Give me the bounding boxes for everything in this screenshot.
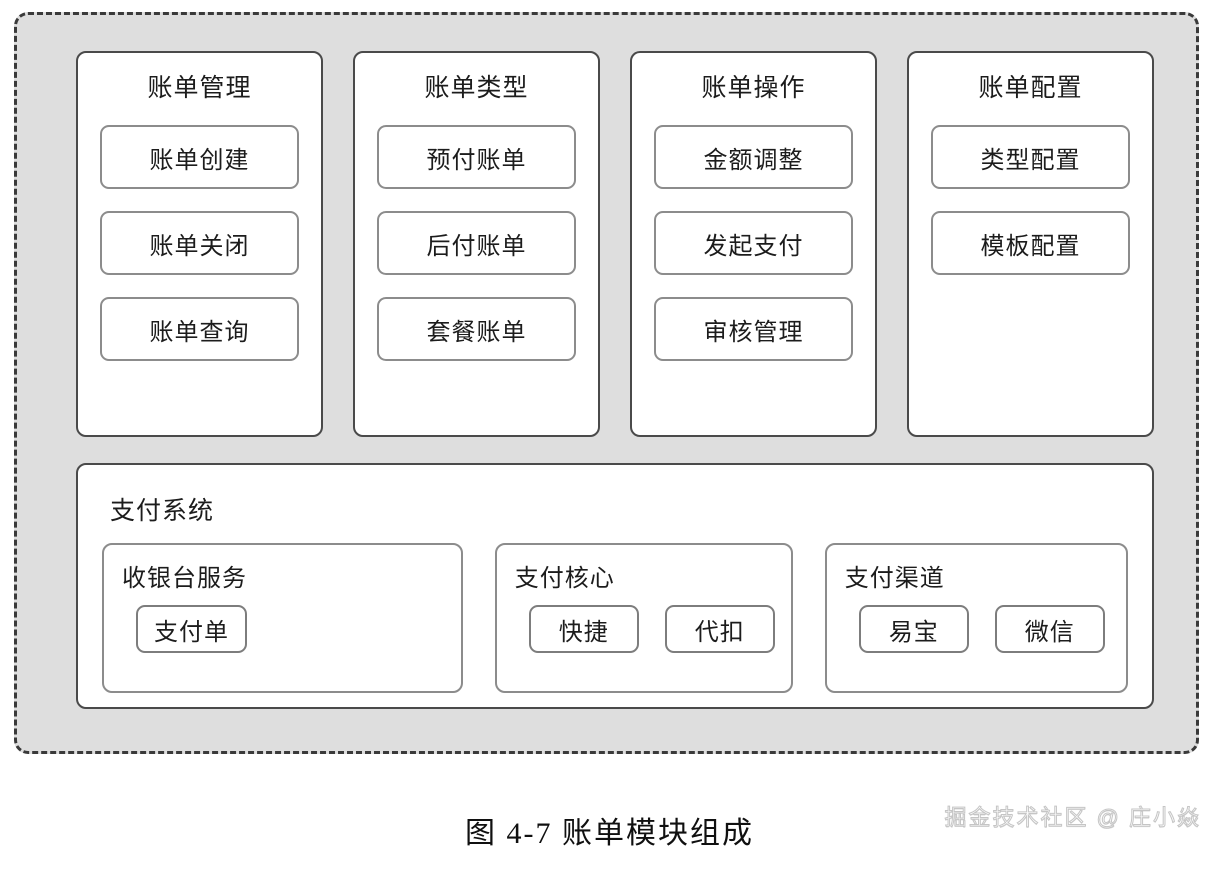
payment-chip-row: 易宝 微信 — [843, 605, 1110, 653]
module-title: 账单管理 — [147, 74, 252, 102]
module-item-button[interactable]: 套餐账单 — [377, 297, 576, 361]
module-title: 账单类型 — [424, 74, 529, 102]
module-title: 账单配置 — [978, 74, 1083, 102]
payment-chip-row: 支付单 — [120, 605, 445, 653]
watermark-text: 掘金技术社区 @ 庄小焱 — [944, 805, 1201, 831]
module-item-button[interactable]: 账单创建 — [100, 125, 299, 189]
figure-caption: 图 4-7 账单模块组成 — [465, 817, 754, 850]
module-card-bill-config[interactable]: 账单配置 类型配置 模板配置 — [907, 51, 1154, 437]
payment-system-card[interactable]: 支付系统 收银台服务 支付单 支付核心 快捷 代扣 支付渠道 易宝 微信 — [76, 463, 1154, 709]
payment-group-channel[interactable]: 支付渠道 易宝 微信 — [824, 543, 1128, 693]
payment-chip[interactable]: 快捷 — [528, 605, 639, 653]
module-title: 账单操作 — [701, 74, 806, 102]
payment-system-title: 支付系统 — [110, 497, 215, 525]
module-item-list: 预付账单 后付账单 套餐账单 — [377, 125, 576, 361]
module-item-button[interactable]: 预付账单 — [377, 125, 576, 189]
payment-chip-row: 快捷 代扣 — [513, 605, 775, 653]
module-item-button[interactable]: 金额调整 — [654, 125, 853, 189]
module-item-button[interactable]: 后付账单 — [377, 211, 576, 275]
module-item-list: 类型配置 模板配置 — [931, 125, 1130, 275]
payment-chip[interactable]: 支付单 — [136, 605, 247, 653]
module-item-list: 金额调整 发起支付 审核管理 — [654, 125, 853, 361]
module-item-button[interactable]: 账单关闭 — [100, 211, 299, 275]
module-row: 账单管理 账单创建 账单关闭 账单查询 账单类型 预付账单 后付账单 套餐账单 … — [76, 51, 1154, 437]
payment-chip[interactable]: 微信 — [994, 605, 1105, 653]
diagram-outer-frame: 账单管理 账单创建 账单关闭 账单查询 账单类型 预付账单 后付账单 套餐账单 … — [14, 12, 1199, 754]
payment-chip[interactable]: 代扣 — [664, 605, 775, 653]
module-item-list: 账单创建 账单关闭 账单查询 — [100, 125, 299, 361]
payment-group-title: 支付渠道 — [844, 565, 945, 592]
module-card-bill-type[interactable]: 账单类型 预付账单 后付账单 套餐账单 — [353, 51, 600, 437]
module-item-button[interactable]: 审核管理 — [654, 297, 853, 361]
payment-group-row: 收银台服务 支付单 支付核心 快捷 代扣 支付渠道 易宝 微信 — [102, 543, 1128, 693]
module-item-button[interactable]: 账单查询 — [100, 297, 299, 361]
payment-chip[interactable]: 易宝 — [858, 605, 969, 653]
module-card-bill-management[interactable]: 账单管理 账单创建 账单关闭 账单查询 — [76, 51, 323, 437]
module-item-button[interactable]: 类型配置 — [931, 125, 1130, 189]
payment-group-core[interactable]: 支付核心 快捷 代扣 — [494, 543, 793, 693]
payment-group-title: 收银台服务 — [122, 565, 247, 592]
module-item-button[interactable]: 模板配置 — [931, 211, 1130, 275]
payment-group-title: 支付核心 — [514, 565, 615, 592]
module-item-button[interactable]: 发起支付 — [654, 211, 853, 275]
module-card-bill-operation[interactable]: 账单操作 金额调整 发起支付 审核管理 — [630, 51, 877, 437]
payment-group-cashier[interactable]: 收银台服务 支付单 — [102, 543, 463, 693]
